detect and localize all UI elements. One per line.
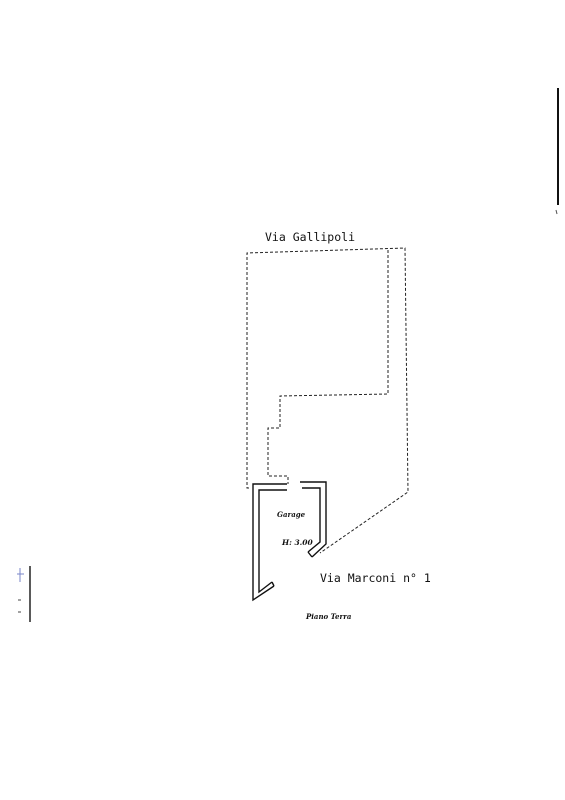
room-height-label: H: 3.00 xyxy=(281,538,314,547)
floor-label: Piano Terra xyxy=(305,612,352,621)
garage-left-wall-outer xyxy=(252,483,287,602)
street-label-bottom: Via Marconi n° 1 xyxy=(320,571,431,585)
garage-right-wall-inner xyxy=(302,487,321,553)
room-name-label: Garage xyxy=(277,510,306,519)
scan-dot xyxy=(555,209,558,215)
inner-boundary xyxy=(267,250,389,484)
garage-right-wall-end xyxy=(307,551,313,558)
street-label-top: Via Gallipoli xyxy=(265,230,355,244)
garage-left-wall-end xyxy=(271,581,275,587)
garage-right-wall-outer xyxy=(300,481,327,558)
lot-boundary xyxy=(246,247,409,554)
garage-left-wall-inner xyxy=(258,489,287,594)
